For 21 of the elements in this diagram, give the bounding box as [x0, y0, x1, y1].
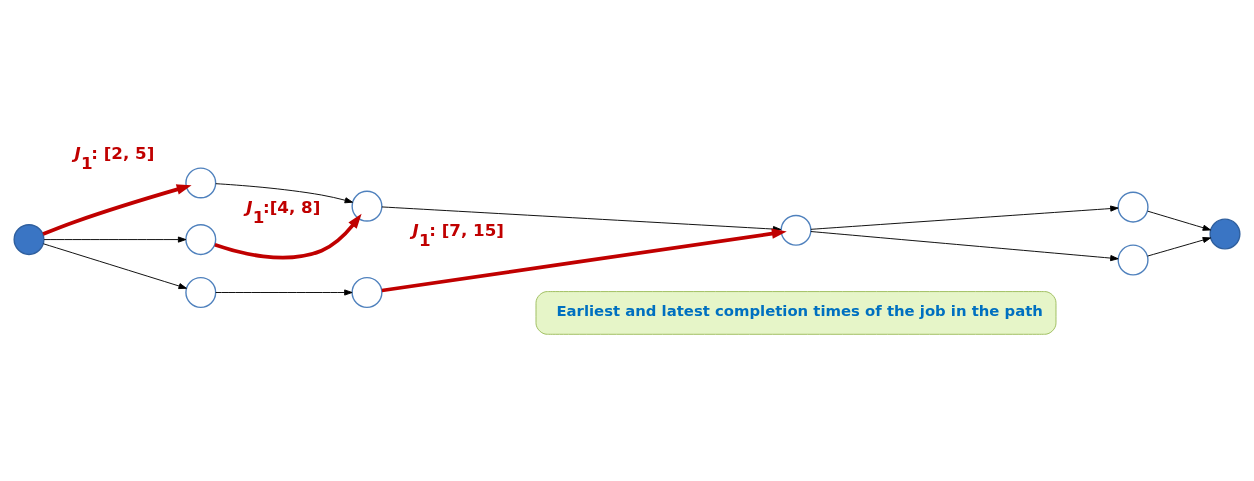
arrow [43, 243, 187, 290]
node-circle [185, 276, 217, 309]
node-box: Earliest and latest completion times of the job in the path [535, 291, 1057, 335]
arrow [42, 184, 192, 236]
arrow [215, 183, 353, 204]
node-circle [13, 224, 45, 256]
arrow [1147, 210, 1212, 231]
node-circle [1209, 218, 1241, 250]
arrow [810, 231, 1119, 262]
node-circle [1117, 191, 1149, 223]
arrow [214, 213, 362, 260]
arrow [1147, 237, 1212, 257]
arrow [810, 205, 1119, 230]
node-circle [351, 276, 383, 309]
node-circle [780, 214, 812, 246]
node-circle [185, 224, 217, 256]
node-circle [1117, 244, 1149, 276]
arrow [43, 236, 187, 243]
node-circle [185, 167, 217, 199]
node-circle [351, 190, 383, 222]
arrow [215, 289, 353, 296]
